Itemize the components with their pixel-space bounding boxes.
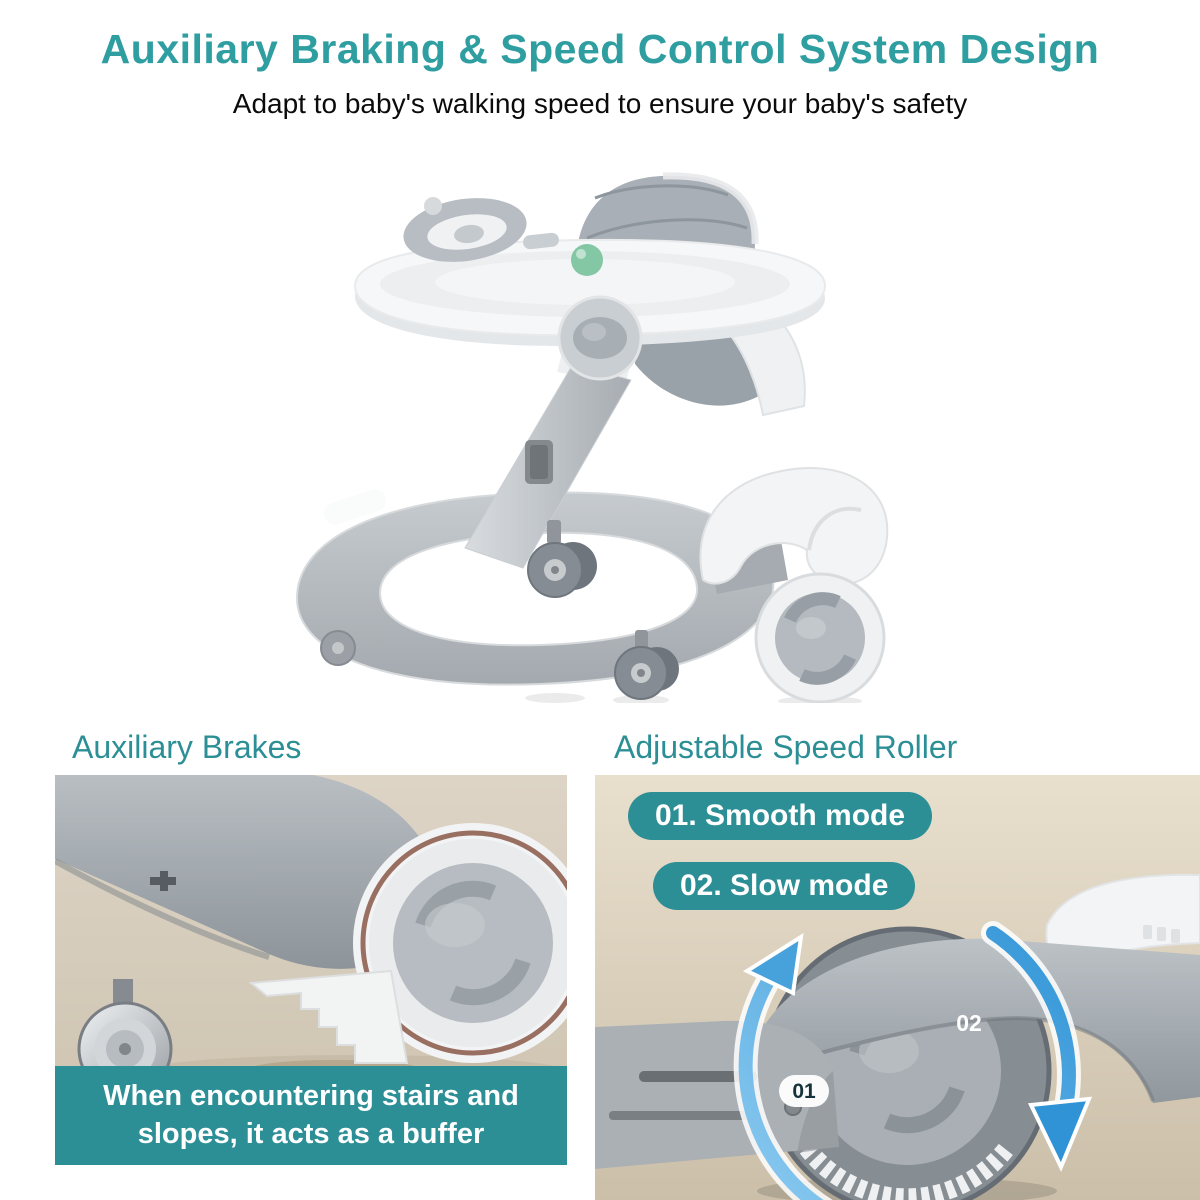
- walker-illustration: [295, 172, 889, 703]
- auxiliary-brakes-heading: Auxiliary Brakes: [72, 729, 302, 765]
- page-title: Auxiliary Braking & Speed Control System…: [100, 26, 1100, 72]
- smooth-mode-badge: 01. Smooth mode: [628, 792, 933, 840]
- brake-caption: When encountering stairs and slopes, it …: [55, 1066, 567, 1165]
- main-product-photo: [285, 168, 895, 703]
- rotation-arrow-right: [981, 921, 1093, 1172]
- rear-wheel: [754, 572, 886, 703]
- auxiliary-brakes-photo: When encountering stairs and slopes, it …: [55, 775, 567, 1165]
- brand-label: [324, 489, 386, 525]
- brake-arm: [55, 775, 441, 969]
- wheel-fender: [755, 938, 1200, 1103]
- rotation-arrow-left: [733, 933, 833, 1200]
- toy-ball: [571, 244, 603, 276]
- slow-mode-badge: 02. Slow mode: [653, 862, 916, 910]
- wheel-position-label-01: 01: [779, 1075, 829, 1107]
- brake-caption-line-2: slopes, it acts as a buffer: [137, 1117, 485, 1150]
- speed-roller-heading: Adjustable Speed Roller: [614, 729, 958, 765]
- brake-caption-line-1: When encountering stairs and: [103, 1079, 519, 1112]
- front-wheel-small: [320, 630, 356, 666]
- speed-roller-photo: 01 02 01. Smooth mode 02. Slow mode: [595, 775, 1200, 1200]
- folding-hinge: [557, 295, 643, 381]
- base-arm: [595, 1020, 839, 1169]
- caster-wheel-front: [614, 630, 679, 700]
- steering-wheel-toy: [403, 197, 527, 262]
- caster-wheel-rear: [527, 520, 597, 598]
- toy-roller: [523, 232, 559, 250]
- page-subtitle: Adapt to baby's walking speed to ensure …: [232, 88, 968, 119]
- wheel-position-label-02: 02: [956, 1010, 982, 1036]
- brake-wheel: [353, 823, 567, 1063]
- svg-text:01: 01: [792, 1080, 816, 1103]
- front-bumper: [699, 467, 889, 586]
- roller-closeup-illustration: 01 02: [595, 775, 1200, 1200]
